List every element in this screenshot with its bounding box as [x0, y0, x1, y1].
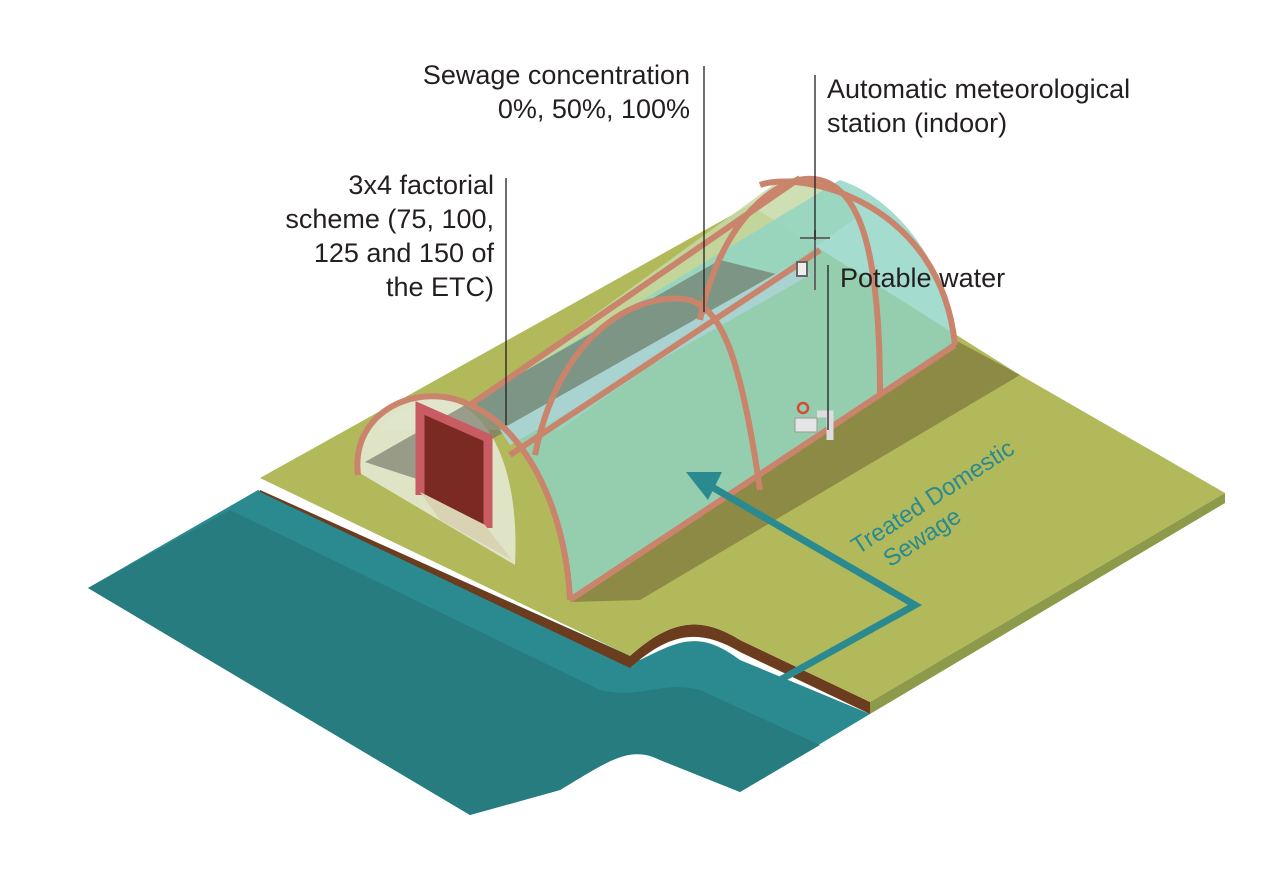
label-line: the ETC) — [385, 272, 494, 302]
arrow-head-icon — [686, 472, 722, 500]
greenhouse-door — [420, 410, 485, 525]
potable-water-label: Potable water — [840, 263, 1006, 293]
greenhouse-frame — [354, 175, 958, 603]
greenhouse-shadow — [570, 340, 1020, 602]
door-frame — [415, 401, 493, 528]
factorial-scheme-label: 3x4 factorial scheme (75, 100, 125 and 1… — [285, 168, 494, 304]
ground-edge-right — [870, 493, 1225, 714]
door-floor — [420, 492, 512, 560]
water-channel-shade — [88, 510, 820, 815]
label-line: scheme (75, 100, — [285, 204, 494, 234]
label-line: 0%, 50%, 100% — [497, 94, 690, 124]
label-line: 125 and 150 of — [313, 238, 494, 268]
greenhouse-glass-side — [470, 180, 955, 600]
potable-water-faucet-icon — [794, 401, 834, 440]
sewage-concentration-label: Sewage concentration 0%, 50%, 100% — [423, 58, 690, 126]
label-line: 3x4 factorial — [348, 170, 494, 200]
greenhouse — [354, 175, 958, 603]
sewage-inflow-pipe — [686, 472, 923, 694]
label-line: Sewage concentration — [422, 60, 690, 90]
label-line: Automatic meteorological — [827, 74, 1131, 104]
label-line: station (indoor) — [827, 108, 1008, 138]
met-station-label: Automatic meteorological station (indoor… — [827, 72, 1130, 140]
